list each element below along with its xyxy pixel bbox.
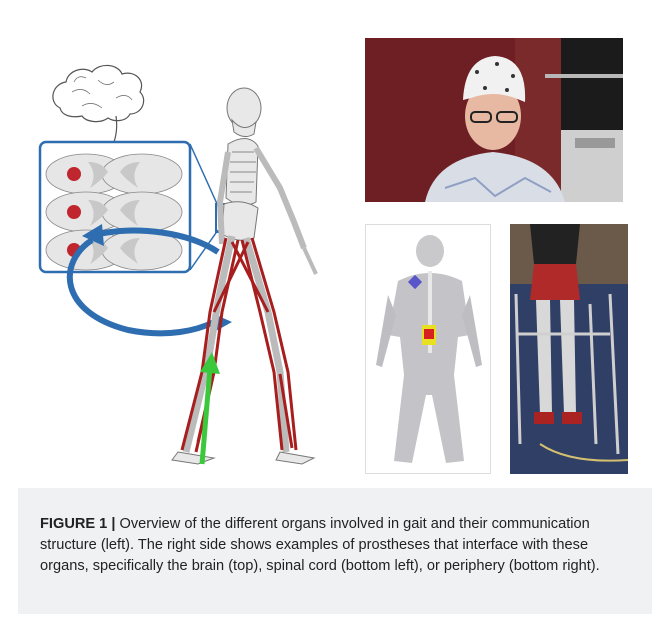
figure-caption: FIGURE 1 | Overview of the different org… xyxy=(18,488,652,614)
spinal-cord-sections xyxy=(40,142,190,272)
brain-icon xyxy=(53,65,144,142)
eeg-photo xyxy=(365,38,623,202)
figure-caption-text: Overview of the different organs involve… xyxy=(40,516,600,574)
figure-frame xyxy=(18,12,652,486)
peripheral-walker-photo xyxy=(510,224,628,474)
figure-label: FIGURE 1 | xyxy=(40,516,115,532)
spinal-stimulation-model xyxy=(365,224,491,474)
muscle-lines xyxy=(182,238,296,452)
